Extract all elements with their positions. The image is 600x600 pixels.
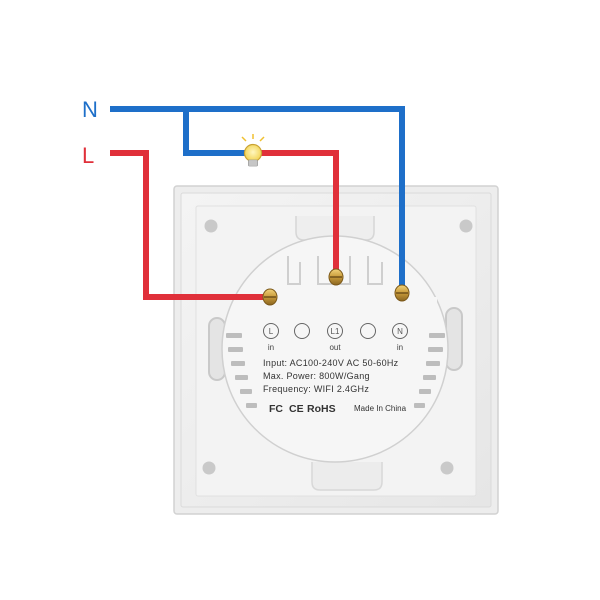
neutral-wire — [110, 106, 405, 293]
mounting-hole — [440, 461, 454, 475]
terminal-l1-caption: out — [329, 343, 341, 352]
terminal-n-caption: in — [397, 343, 403, 352]
bottom-tab — [311, 462, 383, 491]
screw-n-in — [394, 284, 410, 302]
origin-label: Made In China — [354, 404, 407, 413]
certification-marks: FC CE RoHS Made In China — [269, 403, 407, 415]
spec-frequency: Frequency: WIFI 2.4GHz — [263, 384, 369, 394]
blank-marker — [294, 323, 310, 339]
live-wire — [110, 150, 339, 300]
terminal-legend: L in L1 out N in — [263, 323, 408, 352]
terminal-l1-letter: L1 — [331, 327, 340, 336]
right-mounting-slot — [445, 307, 463, 371]
mounting-hole — [204, 219, 218, 233]
screw-l1-out — [328, 268, 344, 286]
neutral-label: N — [82, 97, 98, 122]
spec-block: Input: AC100-240V AC 50-60Hz Max. Power:… — [263, 358, 399, 394]
light-bulb-icon — [241, 134, 265, 167]
terminal-l-caption: in — [268, 343, 274, 352]
fc-mark-icon: FC — [269, 403, 283, 415]
switch-module-body — [221, 235, 449, 463]
screw-l-in — [262, 288, 278, 306]
terminal-l-marker — [263, 323, 279, 339]
terminal-l-letter: L — [269, 327, 274, 336]
mounting-hole — [459, 219, 473, 233]
mounting-holes — [202, 219, 473, 475]
side-slots — [208, 307, 463, 381]
rohs-mark: RoHS — [307, 403, 336, 415]
blank-marker — [360, 323, 376, 339]
vent-slots — [226, 333, 445, 408]
live-label: L — [82, 143, 94, 168]
terminal-n-letter: N — [397, 327, 403, 336]
spec-power: Max. Power: 800W/Gang — [263, 371, 370, 381]
terminal-l1-marker — [327, 323, 343, 339]
ce-mark-icon: CE — [289, 403, 304, 415]
spec-input: Input: AC100-240V AC 50-60Hz — [263, 358, 399, 368]
terminal-n-marker — [392, 323, 408, 339]
terminal-screws — [262, 268, 410, 306]
mounting-hole — [202, 461, 216, 475]
